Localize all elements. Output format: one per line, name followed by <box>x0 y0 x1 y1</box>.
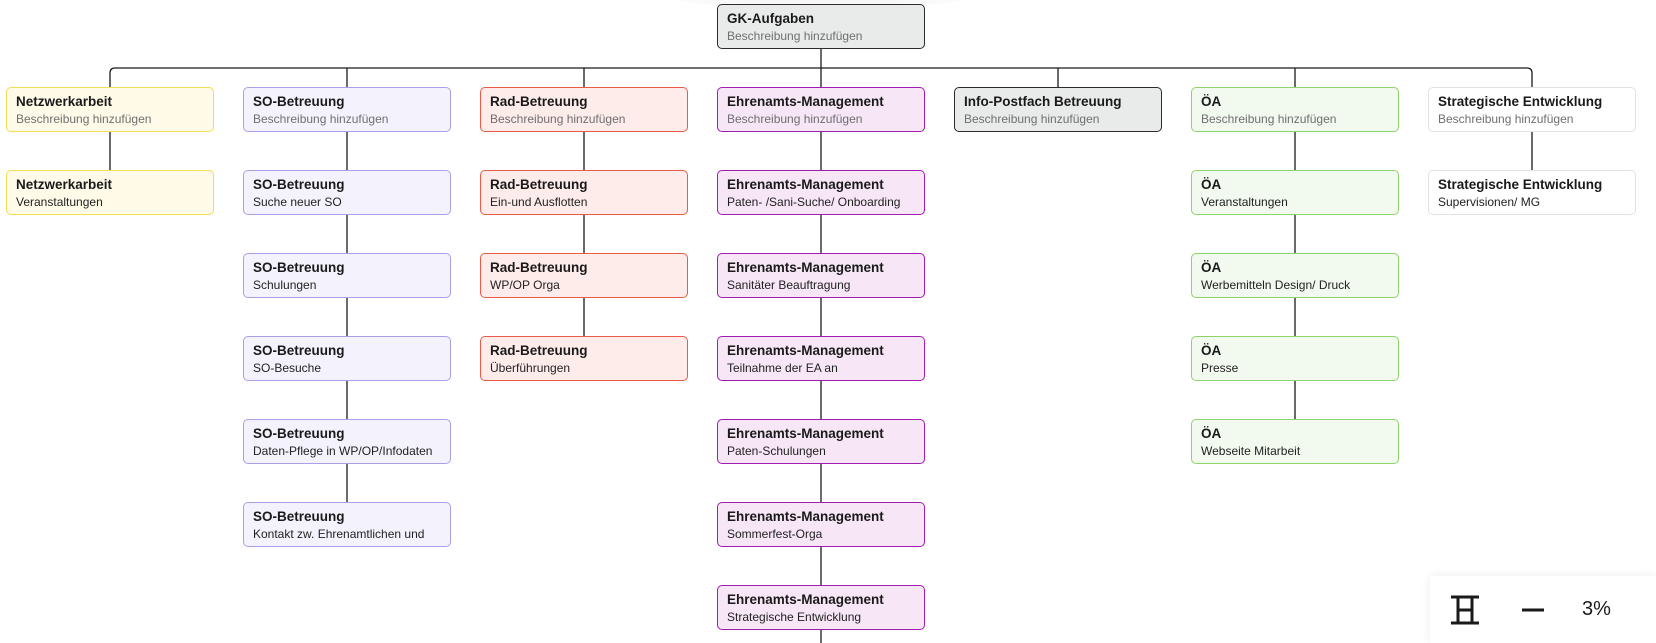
node-description: Überführungen <box>490 361 571 375</box>
node-description: Supervisionen/ MG <box>1438 195 1541 209</box>
fit-to-screen-icon <box>1451 595 1479 625</box>
node-title: Ehrenamts-Management <box>727 509 884 524</box>
node-title: SO-Betreuung <box>253 260 345 275</box>
node-description: Beschreibung hinzufügen <box>964 112 1100 126</box>
node-title: Netzwerkarbeit <box>16 177 113 192</box>
node-description: Daten-Pflege in WP/OP/Infodaten <box>253 444 433 458</box>
node-description: Sommerfest-Orga <box>727 527 823 541</box>
node-description: Ein-und Ausflotten <box>490 195 588 209</box>
node-description: Paten-Schulungen <box>727 444 826 458</box>
node-title: ÖA <box>1201 177 1222 192</box>
node-description: Beschreibung hinzufügen <box>727 29 863 43</box>
node-title: Ehrenamts-Management <box>727 94 884 109</box>
node-title: Rad-Betreuung <box>490 343 588 358</box>
node-title: Rad-Betreuung <box>490 94 588 109</box>
node-description: SO-Besuche <box>253 361 322 375</box>
node-title: SO-Betreuung <box>253 177 345 192</box>
node-title: ÖA <box>1201 260 1222 275</box>
node-description: Werbemitteln Design/ Druck <box>1201 278 1351 292</box>
node-description: Veranstaltungen <box>1201 195 1288 209</box>
node-description: Webseite Mitarbeit <box>1201 444 1301 458</box>
task-node-green[interactable]: ÖA Veranstaltungen <box>1191 170 1399 215</box>
node-title: ÖA <box>1201 94 1222 109</box>
node-description: WP/OP Orga <box>490 278 560 292</box>
node-title: Ehrenamts-Management <box>727 260 884 275</box>
node-description: Beschreibung hinzufügen <box>1201 112 1337 126</box>
node-title: ÖA <box>1201 426 1222 441</box>
node-title: Rad-Betreuung <box>490 177 588 192</box>
node-title: Ehrenamts-Management <box>727 177 884 192</box>
node-description: Strategische Entwicklung <box>727 610 862 624</box>
task-node-green[interactable]: ÖA Webseite Mitarbeit <box>1191 419 1399 464</box>
node-description: Veranstaltungen <box>16 195 103 209</box>
node-title: ÖA <box>1201 343 1222 358</box>
node-title: Ehrenamts-Management <box>727 592 884 607</box>
fit-to-screen-button[interactable] <box>1446 592 1484 628</box>
node-title: Strategische Entwicklung <box>1438 94 1603 109</box>
zoom-toolbar: 3% <box>1430 576 1656 643</box>
node-title: SO-Betreuung <box>253 426 345 441</box>
node-description: Suche neuer SO <box>253 195 342 209</box>
node-title: Netzwerkarbeit <box>16 94 113 109</box>
zoom-out-button[interactable] <box>1516 592 1550 628</box>
node-title: SO-Betreuung <box>253 94 345 109</box>
node-title: Rad-Betreuung <box>490 260 588 275</box>
node-description: Teilnahme der EA an <box>727 361 838 375</box>
minus-icon <box>1522 608 1544 612</box>
node-title: Ehrenamts-Management <box>727 343 884 358</box>
node-description: Beschreibung hinzufügen <box>727 112 863 126</box>
branch-node-green[interactable]: ÖA Beschreibung hinzufügen <box>1191 87 1399 132</box>
node-description: Beschreibung hinzufügen <box>253 112 389 126</box>
node-description: Beschreibung hinzufügen <box>1438 112 1574 126</box>
node-description: Kontakt zw. Ehrenamtlichen und <box>253 527 425 541</box>
task-node-green[interactable]: ÖA Werbemitteln Design/ Druck <box>1191 253 1399 298</box>
node-title: SO-Betreuung <box>253 509 345 524</box>
node-title: Ehrenamts-Management <box>727 426 884 441</box>
node-title: Info-Postfach Betreuung <box>964 94 1122 109</box>
node-title: SO-Betreuung <box>253 343 345 358</box>
node-description: Beschreibung hinzufügen <box>490 112 626 126</box>
node-description: Beschreibung hinzufügen <box>16 112 152 126</box>
node-description: Paten- /Sani-Suche/ Onboarding <box>727 195 901 209</box>
node-title: Strategische Entwicklung <box>1438 177 1603 192</box>
node-description: Sanitäter Beauftragung <box>727 278 851 292</box>
zoom-level[interactable]: 3% <box>1582 598 1611 620</box>
node-title: GK-Aufgaben <box>727 11 814 26</box>
node-description: Schulungen <box>253 278 317 292</box>
task-node-green[interactable]: ÖA Presse <box>1191 336 1399 381</box>
node-description: Presse <box>1201 361 1239 375</box>
